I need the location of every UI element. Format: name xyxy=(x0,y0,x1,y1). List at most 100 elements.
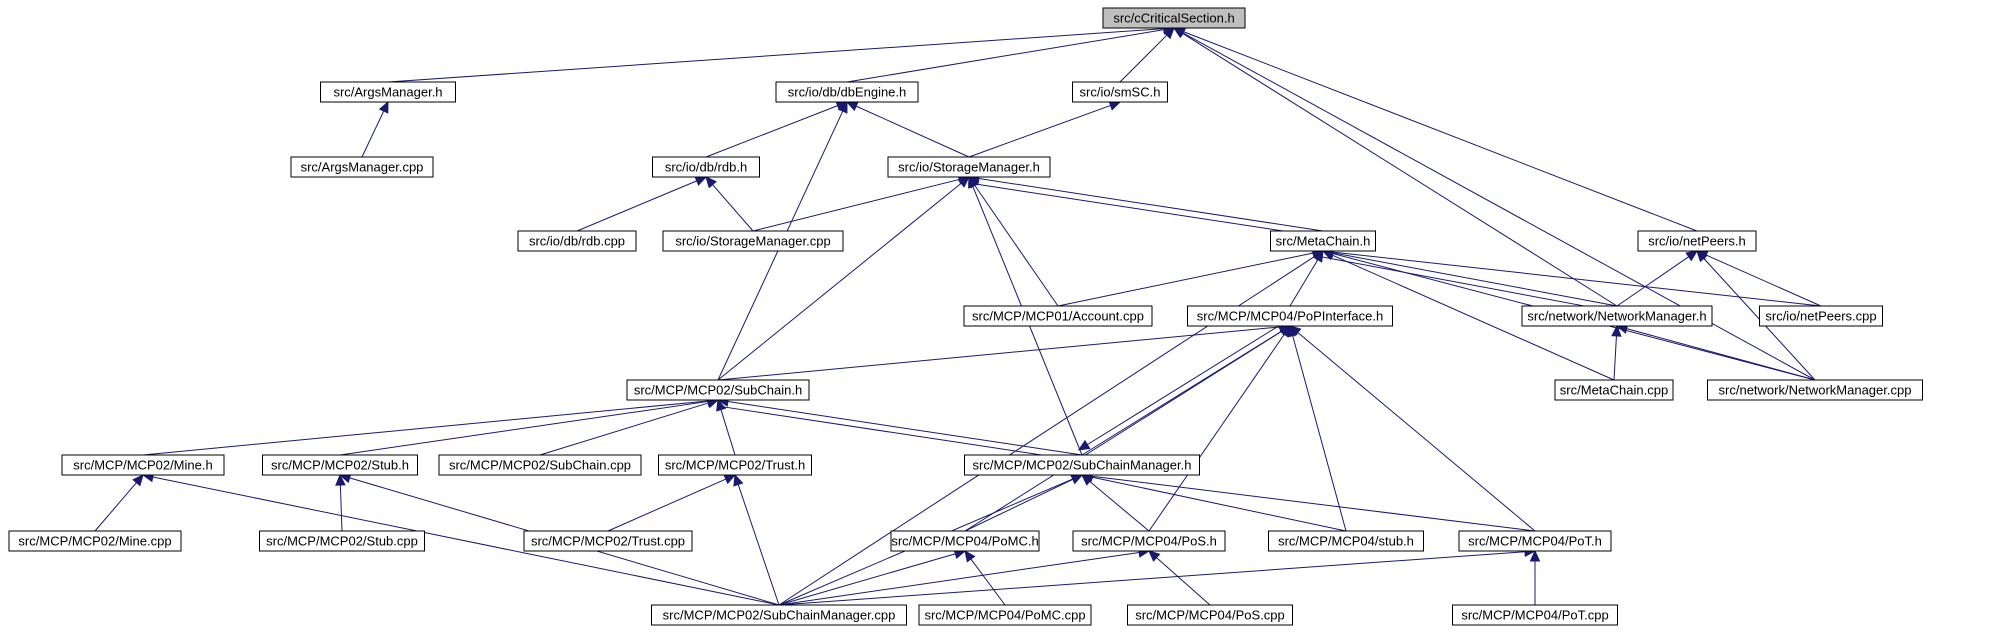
node-box[interactable] xyxy=(517,230,637,252)
node-label: src/MCP/MCP02/Stub.h xyxy=(271,458,409,473)
node-box[interactable] xyxy=(61,454,225,476)
node-label: src/MCP/MCP02/Stub.cpp xyxy=(266,534,418,549)
edge-pos-cpp-to-pos-h xyxy=(1156,557,1211,606)
node-account-cpp[interactable]: src/MCP/MCP01/Account.cpp xyxy=(963,305,1153,327)
node-popinterface-h[interactable]: src/MCP/MCP04/PoPInterface.h xyxy=(1187,305,1393,327)
node-stub-cpp[interactable]: src/MCP/MCP02/Stub.cpp xyxy=(259,530,425,552)
node-ccriticalsection-h[interactable]: src/cCriticalSection.h xyxy=(1102,7,1246,29)
edge-arrowhead xyxy=(1685,250,1699,262)
node-label: src/io/StorageManager.cpp xyxy=(675,234,830,249)
node-box[interactable] xyxy=(1270,230,1376,252)
node-subchainmanager-cpp[interactable]: src/MCP/MCP02/SubChainManager.cpp xyxy=(651,604,907,626)
node-rdb-h[interactable]: src/io/db/rdb.h xyxy=(652,156,760,178)
node-box[interactable] xyxy=(1268,530,1424,552)
node-subchain-h[interactable]: src/MCP/MCP02/SubChain.h xyxy=(626,379,810,401)
node-box[interactable] xyxy=(1554,379,1674,401)
node-box[interactable] xyxy=(290,156,434,178)
node-box[interactable] xyxy=(1452,604,1618,626)
node-pos-cpp[interactable]: src/MCP/MCP04/PoS.cpp xyxy=(1127,604,1293,626)
node-box[interactable] xyxy=(1637,230,1757,252)
node-label: src/MetaChain.h xyxy=(1276,234,1371,249)
node-pot-cpp[interactable]: src/MCP/MCP04/PoT.cpp xyxy=(1452,604,1618,626)
node-stub-h[interactable]: src/MCP/MCP04/stub.h xyxy=(1268,530,1424,552)
node-label: src/network/NetworkManager.h xyxy=(1527,309,1706,324)
node-netpeers-cpp[interactable]: src/io/netPeers.cpp xyxy=(1759,305,1883,327)
edge-storagemanager-cpp-to-rdb-h xyxy=(712,184,754,232)
node-box[interactable] xyxy=(438,454,642,476)
node-box[interactable] xyxy=(918,604,1092,626)
node-box[interactable] xyxy=(890,530,1040,552)
node-box[interactable] xyxy=(652,156,760,178)
node-label: src/io/StorageManager.h xyxy=(898,160,1040,175)
node-box[interactable] xyxy=(1707,379,1923,401)
node-box[interactable] xyxy=(262,454,418,476)
edge-rdb-h-to-dbengine-h xyxy=(705,105,838,158)
node-label: src/MCP/MCP02/Trust.h xyxy=(665,458,805,473)
edge-arrowhead xyxy=(1696,250,1709,263)
node-pot-h[interactable]: src/MCP/MCP04/PoT.h xyxy=(1458,530,1612,552)
node-storagemanager-cpp[interactable]: src/io/StorageManager.cpp xyxy=(662,230,844,252)
node-pos-h[interactable]: src/MCP/MCP04/PoS.h xyxy=(1072,530,1226,552)
node-box[interactable] xyxy=(1521,305,1713,327)
node-box[interactable] xyxy=(320,81,456,103)
node-argsmanager-h[interactable]: src/ArgsManager.h xyxy=(320,81,456,103)
edge-stub-h-to-popinterface-h xyxy=(1292,335,1347,532)
node-box[interactable] xyxy=(8,530,182,552)
node-box[interactable] xyxy=(1072,81,1168,103)
node-subchainmanager-h[interactable]: src/MCP/MCP02/SubChainManager.h xyxy=(964,454,1200,476)
edge-subchain-cpp-to-subchain-h xyxy=(539,402,709,456)
node-box[interactable] xyxy=(651,604,907,626)
node-box[interactable] xyxy=(1759,305,1883,327)
node-box[interactable] xyxy=(662,230,844,252)
node-pomc-cpp[interactable]: src/MCP/MCP04/PoMC.cpp xyxy=(918,604,1092,626)
edge-arrowhead xyxy=(132,474,144,487)
node-box[interactable] xyxy=(1458,530,1612,552)
node-label: src/MCP/MCP02/Mine.cpp xyxy=(18,534,171,549)
node-box[interactable] xyxy=(259,530,425,552)
node-box[interactable] xyxy=(887,156,1051,178)
node-rdb-cpp[interactable]: src/io/db/rdb.cpp xyxy=(517,230,637,252)
node-storagemanager-h[interactable]: src/io/StorageManager.h xyxy=(887,156,1051,178)
edge-storagemanager-h-to-smsc-h xyxy=(968,104,1111,158)
node-trust-h[interactable]: src/MCP/MCP02/Trust.h xyxy=(658,454,812,476)
node-mine-cpp[interactable]: src/MCP/MCP02/Mine.cpp xyxy=(8,530,182,552)
edge-networkmanager-cpp-to-networkmanager-h xyxy=(1626,328,1816,381)
node-box[interactable] xyxy=(658,454,812,476)
node-label: src/ArgsManager.cpp xyxy=(301,160,424,175)
node-subchain-cpp[interactable]: src/MCP/MCP02/SubChain.cpp xyxy=(438,454,642,476)
node-netpeers-h[interactable]: src/io/netPeers.h xyxy=(1637,230,1757,252)
node-label: src/MCP/MCP02/SubChainManager.h xyxy=(973,458,1192,473)
node-box[interactable] xyxy=(963,305,1153,327)
node-label: src/ArgsManager.h xyxy=(333,85,442,100)
node-networkmanager-h[interactable]: src/network/NetworkManager.h xyxy=(1521,305,1713,327)
edge-arrowhead xyxy=(837,100,848,114)
node-box[interactable] xyxy=(775,81,919,103)
node-dbengine-h[interactable]: src/io/db/dbEngine.h xyxy=(775,81,919,103)
node-box[interactable] xyxy=(1072,530,1226,552)
node-box[interactable] xyxy=(1127,604,1293,626)
edge-arrowhead xyxy=(694,176,708,186)
node-smsc-h[interactable]: src/io/smSC.h xyxy=(1072,81,1168,103)
node-pomc-h[interactable]: src/MCP/MCP04/PoMC.h xyxy=(890,530,1040,552)
edge-metachain-cpp-to-metachain-h xyxy=(1331,254,1615,381)
edge-networkmanager-cpp-to-ccriticalsection-h xyxy=(1182,32,1816,381)
node-stub-h[interactable]: src/MCP/MCP02/Stub.h xyxy=(262,454,418,476)
node-box[interactable] xyxy=(964,454,1200,476)
node-mine-h[interactable]: src/MCP/MCP02/Mine.h xyxy=(61,454,225,476)
edge-subchainmanager-cpp-to-pot-h xyxy=(778,551,1526,606)
node-box[interactable] xyxy=(523,530,693,552)
node-box[interactable] xyxy=(626,379,810,401)
node-box[interactable] xyxy=(1102,7,1246,29)
node-argsmanager-cpp[interactable]: src/ArgsManager.cpp xyxy=(290,156,434,178)
node-metachain-cpp[interactable]: src/MetaChain.cpp xyxy=(1554,379,1674,401)
node-trust-cpp[interactable]: src/MCP/MCP02/Trust.cpp xyxy=(523,530,693,552)
node-label: src/MCP/MCP02/Trust.cpp xyxy=(531,534,685,549)
node-box[interactable] xyxy=(1187,305,1393,327)
edge-account-cpp-to-metachain-h xyxy=(1057,252,1314,307)
edge-pos-h-to-subchainmanager-h xyxy=(1089,481,1150,532)
node-label: src/MCP/MCP02/SubChainManager.cpp xyxy=(663,608,896,623)
edge-arrowhead xyxy=(957,176,970,188)
node-metachain-h[interactable]: src/MetaChain.h xyxy=(1270,230,1376,252)
edge-dbengine-h-to-ccriticalsection-h xyxy=(846,29,1165,83)
node-networkmanager-cpp[interactable]: src/network/NetworkManager.cpp xyxy=(1707,379,1923,401)
